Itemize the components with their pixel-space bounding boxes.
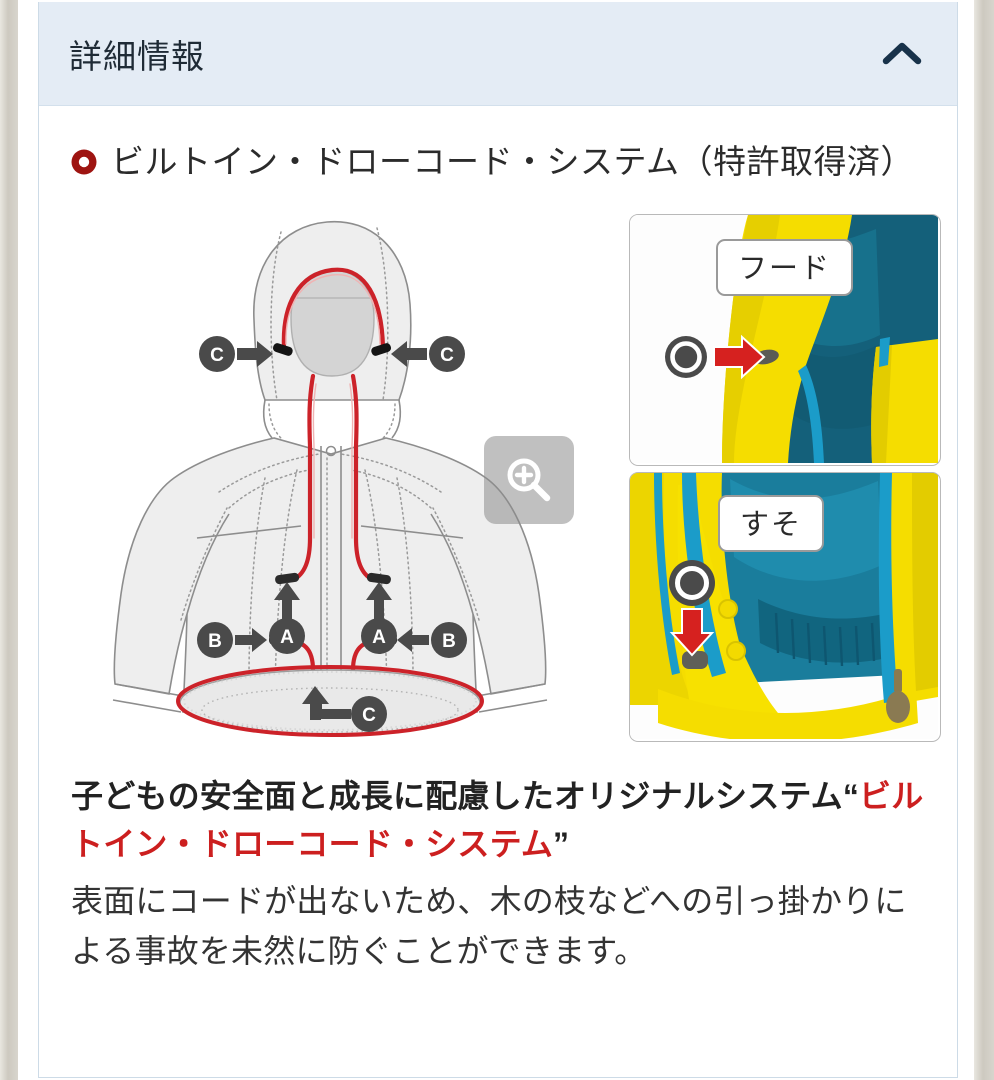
svg-text:B: B [442,631,456,652]
hem-photo[interactable]: すそ [629,471,941,742]
diagram-marker-a-left: A [269,581,305,654]
ring-bullet-icon [71,149,97,175]
page-right-edge-strip [974,0,994,1080]
feature-lead-copy: 子どもの安全面と成長に配慮したオリジナルシステム“ビルトイン・ドローコード・シス… [71,772,925,869]
svg-text:C: C [440,345,454,366]
jacket-diagram[interactable]: .ln { fill:none; stroke:#8d8d8d; stroke-… [69,208,629,748]
magnifier-plus-icon [507,458,551,502]
detail-info-accordion-card: 詳細情報 ビルトイン・ドローコード・システム（特許取得済） [38,2,958,1078]
accordion-body: ビルトイン・ドローコード・システム（特許取得済） .ln { fill:none… [39,106,957,976]
feature-heading-row: ビルトイン・ドローコード・システム（特許取得済） [69,138,927,186]
svg-text:C: C [362,705,376,726]
lead-copy-accent: ビルトイン・ドローコード・システム [71,777,924,863]
lead-copy-tail: ” [553,826,570,863]
hood-photo[interactable]: フード [629,213,941,466]
chevron-up-icon[interactable] [881,37,923,71]
diagram-marker-a-right: A [361,581,397,654]
feature-body-copy: 表面にコードが出ないため、木の枝などへの引っ掛かりによる事故を未然に防ぐことがで… [71,883,907,969]
feature-figure-row: .ln { fill:none; stroke:#8d8d8d; stroke-… [69,208,941,748]
page-left-gutter [18,0,38,1080]
hem-photo-label: すそ [718,494,825,552]
hood-photo-label: フード [716,238,854,296]
diagram-marker-c-hood-left: C [199,335,293,372]
diagram-zoom-button[interactable] [484,435,574,524]
accordion-header[interactable]: 詳細情報 [39,2,957,106]
lead-copy-plain: 子どもの安全面と成長に配慮したオリジナルシステム“ [71,777,860,814]
page-left-edge-strip [0,0,18,1080]
feature-heading-text: ビルトイン・ドローコード・システム（特許取得済） [111,143,915,180]
svg-text:A: A [280,627,294,648]
accordion-header-title: 詳細情報 [69,37,205,75]
diagram-marker-c-hood-right: C [371,335,465,372]
svg-text:A: A [372,627,386,648]
photo-panels-column: フード [629,208,941,742]
svg-text:B: B [208,631,222,652]
diagram-marker-c-hem: C [302,685,387,732]
diagram-marker-b-left: B [197,621,267,658]
page-right-gutter [958,0,974,1080]
diagram-marker-b-right: B [397,621,467,658]
svg-text:C: C [210,345,224,366]
